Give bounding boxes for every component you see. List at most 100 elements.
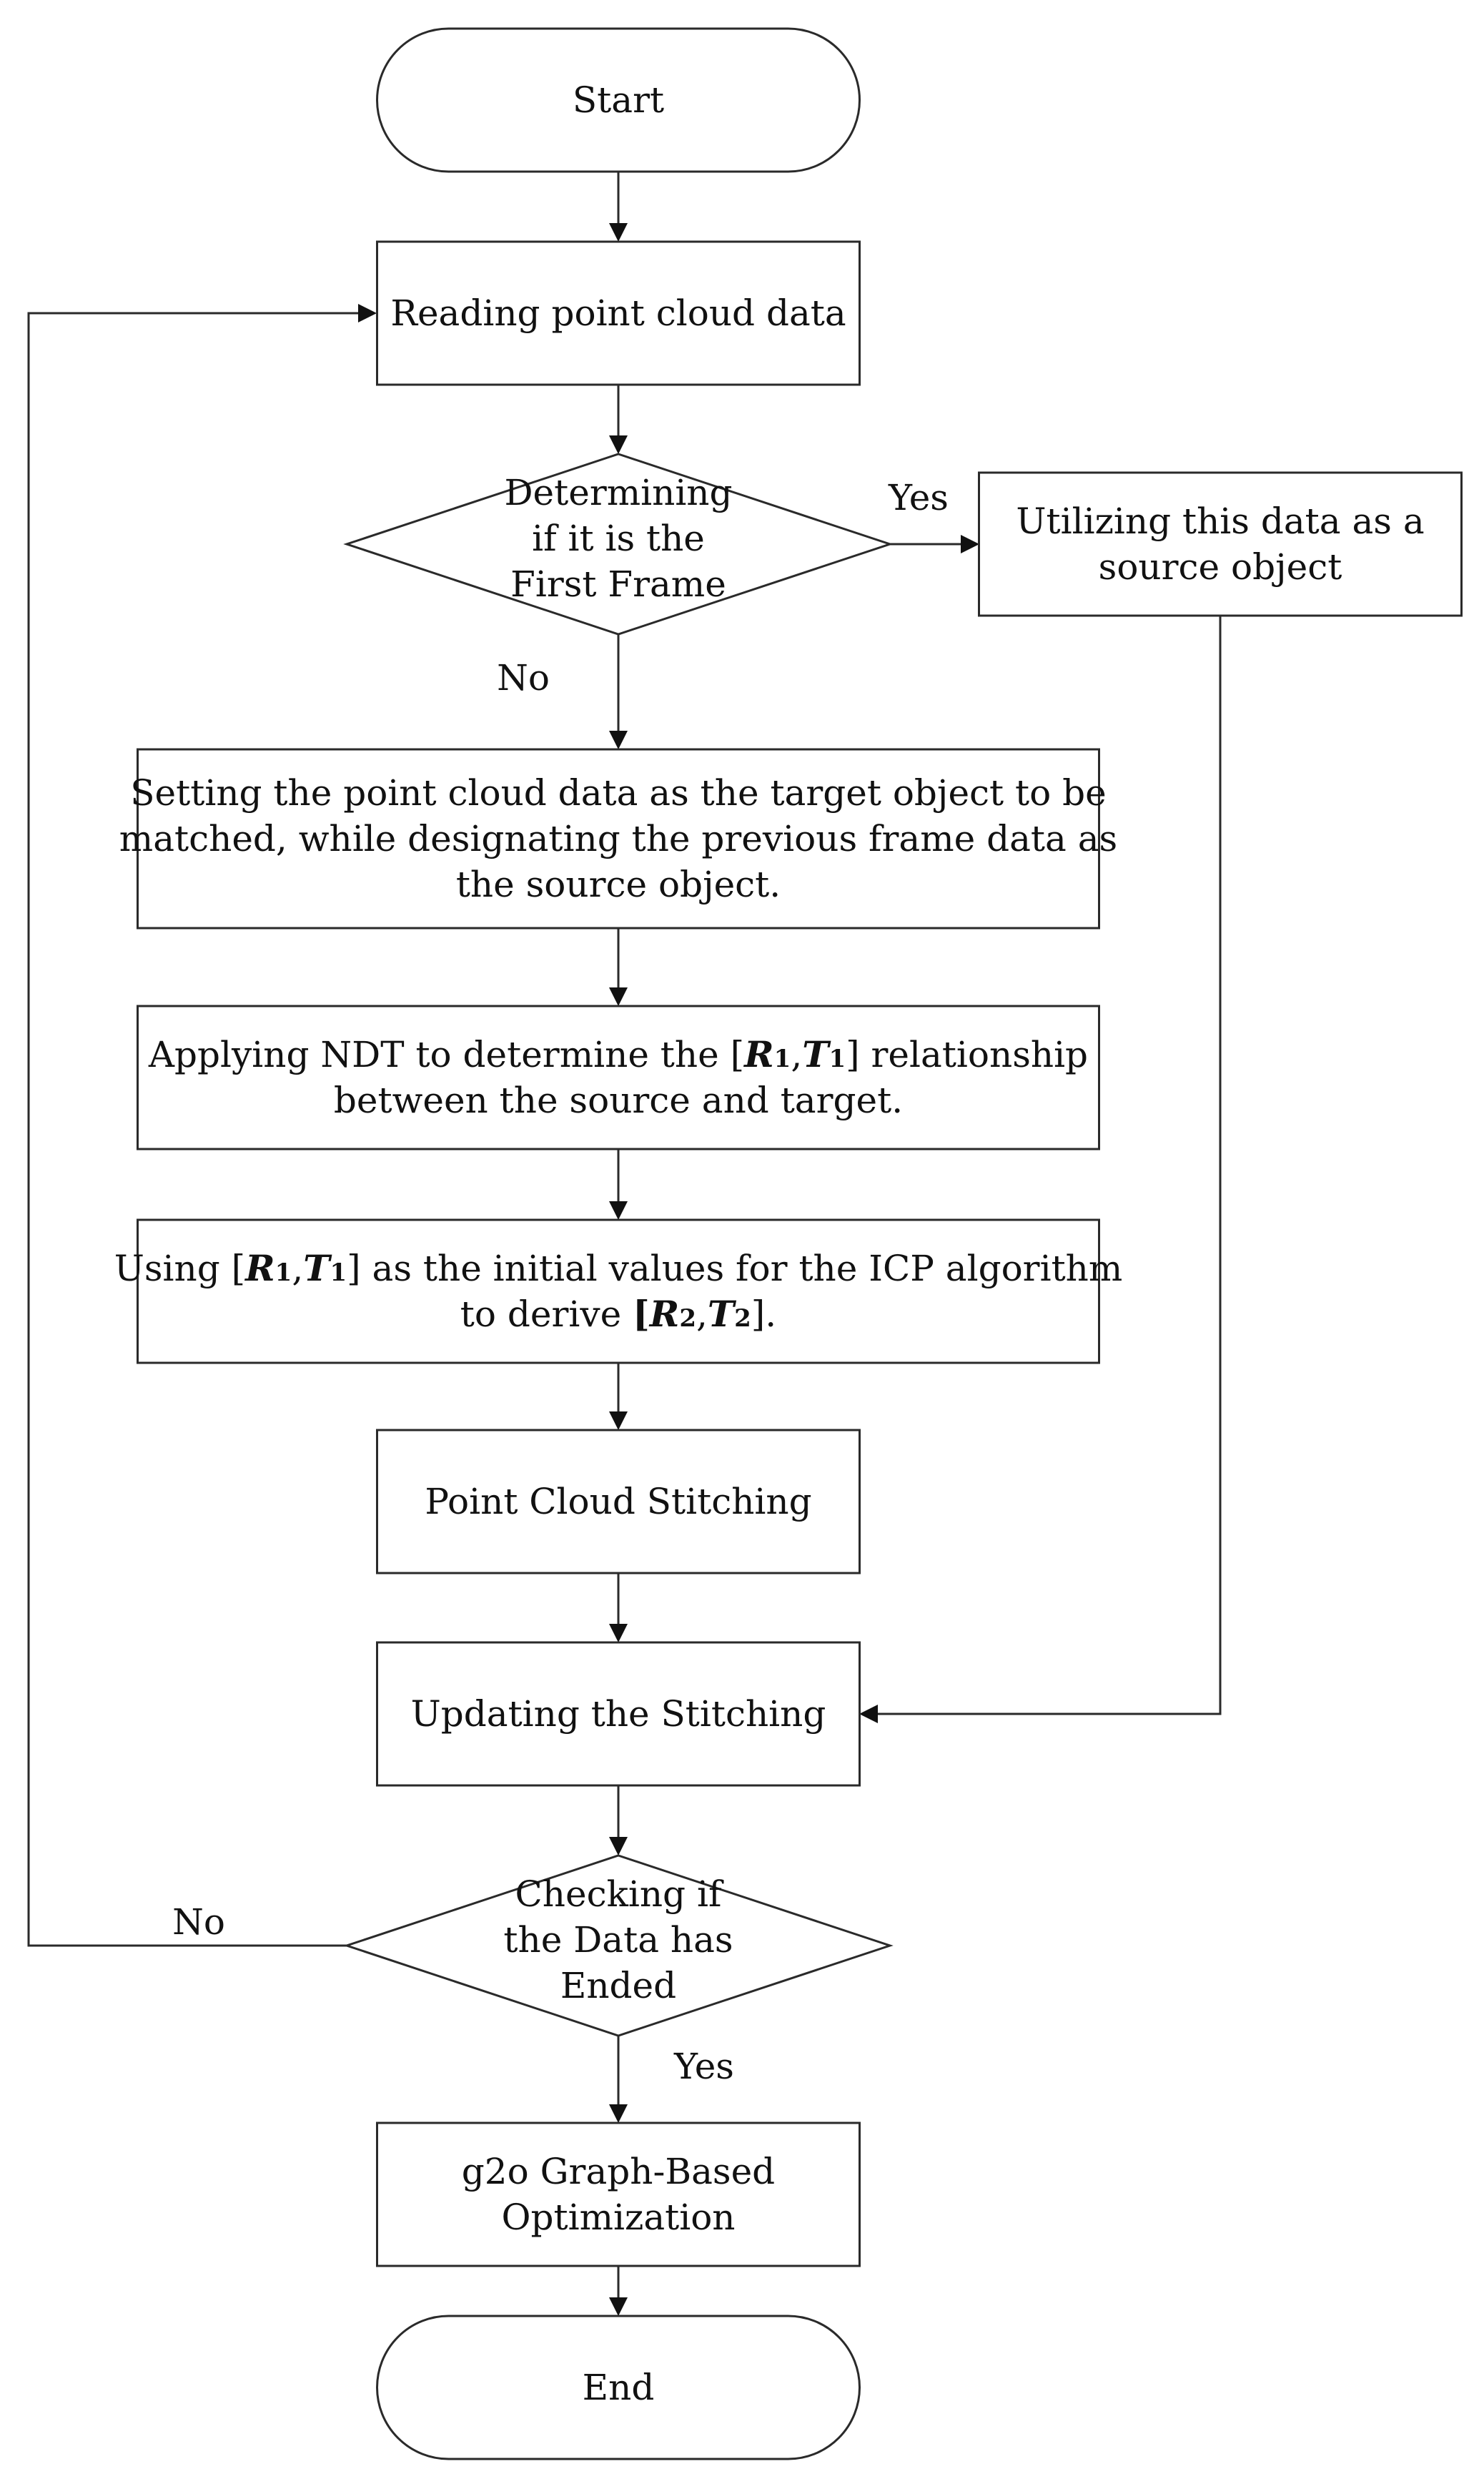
node-label-segment: 1: [774, 1045, 791, 1073]
edge-utilize-update: [859, 616, 1222, 1723]
terminal-shape: [376, 2315, 861, 2460]
node-label-segment: Setting the point cloud data as the targ…: [130, 772, 1106, 814]
node-label-segment: 1: [275, 1258, 292, 1287]
node-label-segment: Using [: [114, 1248, 245, 1289]
arrowhead-icon: [609, 1624, 628, 1642]
arrowhead-icon: [961, 535, 979, 553]
node-label-line: Checking if: [515, 1873, 724, 1915]
edge-label-ended-g2o: Yes: [673, 2046, 734, 2087]
node-icp: Using [R1,T1] as the initial values for …: [114, 1218, 1123, 1364]
edge-g2o-end: [609, 2266, 628, 2316]
edge-icp-stitch: [609, 1363, 628, 1430]
process-box: [376, 1429, 861, 1574]
decision-diamond: [343, 453, 894, 636]
connector-line: [27, 312, 358, 1947]
node-label-segment: 2: [734, 1304, 751, 1333]
process-box: [137, 748, 1100, 930]
process-box: [978, 471, 1463, 617]
node-label-segment: End: [583, 2367, 655, 2408]
node-label-segment: R: [648, 1293, 680, 1335]
node-label-segment: [: [633, 1293, 650, 1335]
process-box: [137, 1218, 1100, 1364]
process-box: [137, 1005, 1100, 1150]
node-label-segment: First Frame: [510, 563, 726, 605]
node-label-line: Utilizing this data as a: [1016, 501, 1424, 542]
node-label-line: Determining: [504, 472, 732, 513]
arrowhead-icon: [609, 1411, 628, 1430]
node-label-line: the Data has: [503, 1919, 733, 1961]
edges-layer: [27, 172, 1222, 2316]
node-label-line: Using [R1,T1] as the initial values for …: [114, 1247, 1123, 1289]
node-label-segment: T: [708, 1293, 737, 1335]
node-ndt: Applying NDT to determine the [R1,T1] re…: [137, 1005, 1100, 1150]
node-label-segment: Utilizing this data as a: [1016, 501, 1424, 542]
node-label-line: to derive [R2,T2].: [460, 1293, 776, 1335]
edge-ndt-icp: [609, 1149, 628, 1220]
edge-ended-read: [27, 304, 377, 1947]
edge-update-ended: [609, 1785, 628, 1855]
node-label-segment: Point Cloud Stitching: [425, 1481, 811, 1522]
node-label-line: the source object.: [456, 864, 781, 905]
node-stitch: Point Cloud Stitching: [376, 1429, 861, 1574]
arrowhead-icon: [609, 2104, 628, 2123]
node-label-segment: between the source and target.: [334, 1080, 903, 1121]
node-end: End: [376, 2315, 861, 2460]
node-label-segment: Start: [573, 79, 664, 121]
node-label-segment: R: [743, 1033, 774, 1075]
node-label-line: Start: [573, 79, 664, 121]
edge-label-ended-read: No: [172, 1901, 225, 1943]
process-box: [376, 240, 861, 386]
node-label-line: Updating the Stitching: [411, 1693, 826, 1735]
node-label-segment: Updating the Stitching: [411, 1693, 826, 1735]
edge-label-first-utilize: Yes: [888, 477, 949, 518]
node-label-segment: g2o Graph-Based: [462, 2151, 775, 2192]
node-label-segment: ] relationship: [846, 1034, 1088, 1075]
arrowhead-icon: [609, 1201, 628, 1220]
arrowhead-icon: [609, 223, 628, 242]
connector-line: [878, 616, 1222, 1715]
node-label-segment: 2: [679, 1304, 696, 1333]
node-label-line: End: [583, 2367, 655, 2408]
edge-label-first-setting: No: [497, 657, 550, 699]
node-label-segment: ,: [791, 1034, 802, 1075]
arrowhead-icon: [859, 1705, 878, 1723]
arrowhead-icon: [609, 435, 628, 454]
edge-start-read: [609, 172, 628, 242]
node-label-segment: Optimization: [501, 2197, 735, 2238]
node-label-segment: the Data has: [503, 1919, 733, 1961]
node-label-segment: R: [244, 1247, 275, 1289]
edge-setting-ndt: [609, 928, 628, 1006]
edge-stitch-update: [609, 1573, 628, 1642]
edge-read-first: [609, 385, 628, 454]
node-label-segment: ,: [696, 1293, 708, 1335]
node-update: Updating the Stitching: [376, 1641, 861, 1787]
decision-diamond: [343, 1854, 894, 2037]
node-label-line: matched, while designating the previous …: [119, 818, 1117, 859]
arrowhead-icon: [358, 304, 377, 322]
node-label-line: Point Cloud Stitching: [425, 1481, 811, 1522]
node-label-segment: ,: [292, 1248, 303, 1289]
node-label-line: First Frame: [510, 563, 726, 605]
node-label-segment: T: [802, 1033, 831, 1075]
node-start: Start: [376, 27, 861, 173]
node-label-segment: if it is the: [532, 518, 705, 559]
node-label-line: g2o Graph-Based: [462, 2151, 775, 2192]
node-label-segment: Determining: [504, 472, 732, 513]
node-setting: Setting the point cloud data as the targ…: [119, 748, 1117, 930]
process-box: [376, 1641, 861, 1787]
node-label-segment: source object: [1099, 546, 1342, 588]
node-label-segment: matched, while designating the previous …: [119, 818, 1117, 859]
node-label-segment: Ended: [560, 1965, 676, 2006]
arrowhead-icon: [609, 987, 628, 1006]
edge-first-utilize: [890, 535, 979, 553]
node-label-segment: ].: [751, 1293, 776, 1335]
node-label-segment: ] as the initial values for the ICP algo…: [347, 1248, 1122, 1289]
node-label-segment: Checking if: [515, 1873, 724, 1915]
arrowhead-icon: [609, 731, 628, 749]
node-read: Reading point cloud data: [376, 240, 861, 386]
